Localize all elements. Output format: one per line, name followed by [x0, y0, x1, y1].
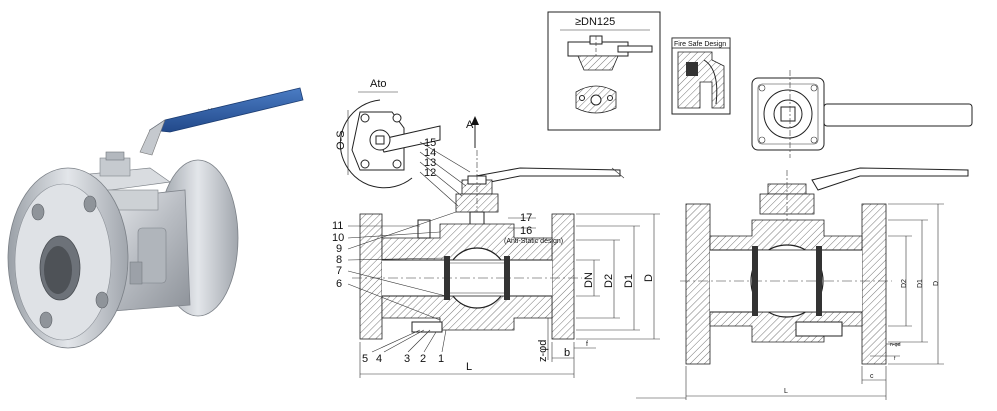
callout-13: 13 — [424, 157, 436, 169]
right-dim-n-d: n-φd — [890, 342, 901, 348]
callout-16: 16 — [520, 225, 532, 237]
ato-label: Ato — [370, 78, 387, 90]
bolt-holes — [31, 195, 109, 329]
callout-15: 15 — [424, 137, 436, 149]
right-dim-d1: D1 — [917, 279, 924, 288]
dim-b: b — [564, 347, 570, 359]
right-vertical-dims — [888, 203, 944, 365]
main-vertical-dims — [576, 213, 660, 340]
callout-10: 10 — [332, 232, 344, 244]
bottom-leaders — [371, 329, 447, 353]
callout-14: 14 — [424, 147, 436, 159]
dim-d1: D1 — [623, 274, 635, 288]
os-label: O-S — [335, 130, 347, 150]
dim-d2: D2 — [603, 274, 615, 288]
callout-17: 17 — [520, 212, 532, 224]
left-leaders — [347, 141, 471, 321]
section-main: A — [332, 116, 660, 378]
section-right: D2 D1 D L c f n-φd — [636, 167, 969, 400]
main-handle — [475, 167, 621, 185]
callout-5: 5 — [362, 353, 368, 365]
dim-f: f — [586, 341, 588, 348]
right-dim-f: f — [894, 356, 896, 362]
right-dim-d2: D2 — [901, 279, 908, 288]
dim-dn: DN — [583, 272, 595, 288]
dim-z-d: z-φd — [537, 340, 549, 362]
callout-4: 4 — [376, 353, 382, 365]
detail-dn125: ≥DN125 — [547, 11, 661, 131]
top-view-right — [751, 70, 973, 158]
detail-ato: Ato O-S — [335, 78, 441, 189]
valve-handle: ◦ ◦ — [139, 87, 304, 156]
detail-size-label: ≥DN125 — [575, 16, 615, 28]
right-bottom-dims — [636, 343, 900, 400]
callout-1: 1 — [438, 353, 444, 365]
svg-text:◦ ◦: ◦ ◦ — [207, 106, 213, 113]
right-dim-d: D — [933, 281, 940, 286]
callout-2: 2 — [420, 353, 426, 365]
main-right-flange — [551, 213, 575, 340]
callout-12: 12 — [424, 167, 436, 179]
dim-l: L — [466, 361, 472, 373]
main-bottom-dims — [359, 318, 596, 378]
fire-safe-title: Fire Safe Design — [674, 41, 726, 48]
view-a-label: A — [466, 119, 474, 131]
right-dim-c: c — [870, 373, 874, 380]
main-left-flange — [359, 213, 383, 340]
valve-photo: ◦ ◦ — [7, 87, 304, 349]
top-view-handle — [823, 103, 973, 127]
callout-11: 11 — [332, 220, 343, 232]
right-dim-l: L — [784, 388, 788, 395]
callout-3: 3 — [404, 353, 410, 365]
callout-6: 6 — [336, 278, 342, 290]
callout-7: 7 — [336, 265, 342, 277]
callout-8: 8 — [336, 254, 342, 266]
dim-d: D — [643, 274, 655, 282]
callout-9: 9 — [336, 243, 342, 255]
detail-fire-safe: Fire Safe Design — [671, 37, 731, 115]
anti-static-note: (Anti-Static design) — [504, 238, 563, 245]
